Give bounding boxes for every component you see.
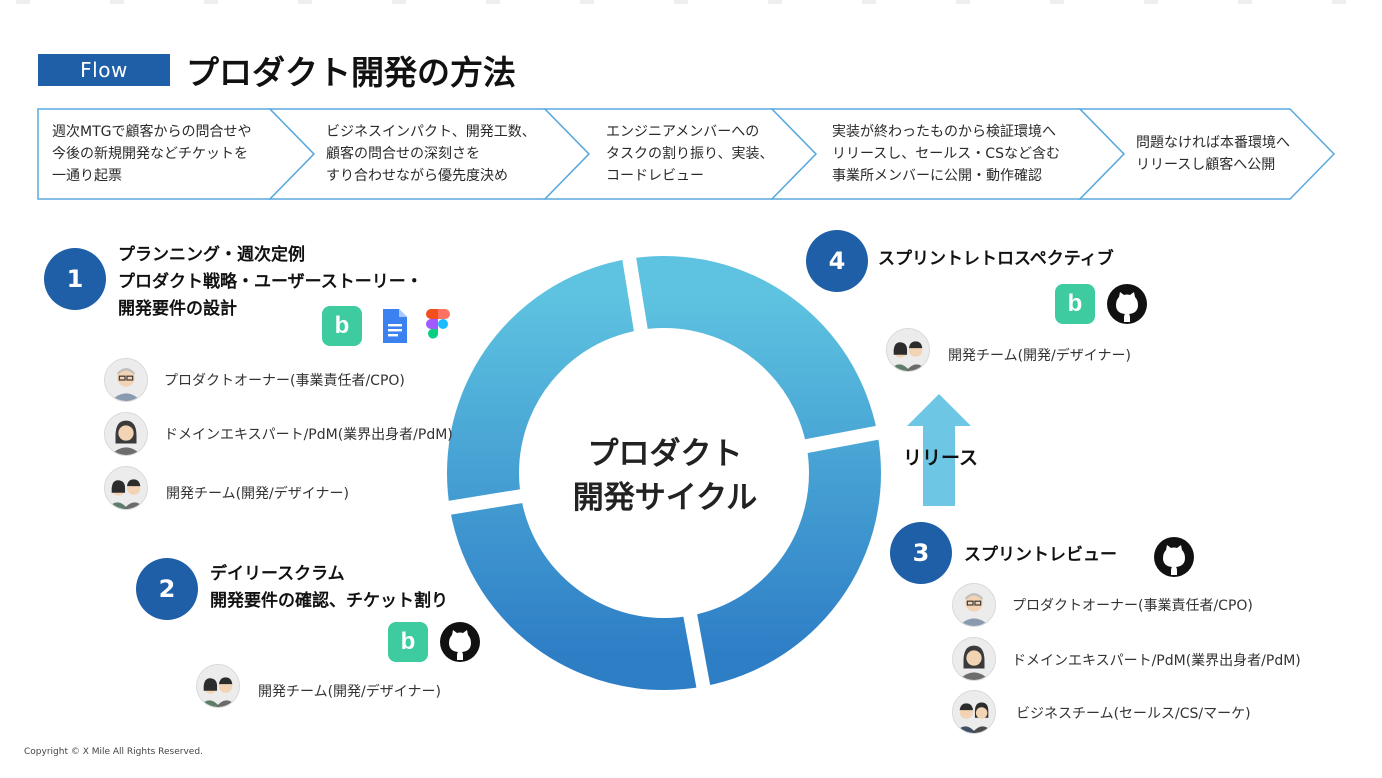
github-icon <box>1154 537 1194 577</box>
step-5-text: 問題なければ本番環境へリリースし顧客へ公開 <box>1136 108 1290 200</box>
step-4-text: 実装が終わったものから検証環境へリリースし、セールス・CSなど含む事業所メンバー… <box>832 108 1060 200</box>
avatar-business-team <box>952 690 996 734</box>
phase-4-number: 4 <box>806 230 868 292</box>
step-3-text: エンジニアメンバーへのタスクの割り振り、実装、コードレビュー <box>606 108 773 200</box>
phase-1-member-1: プロダクトオーナー(事業責任者/CPO) <box>164 370 405 390</box>
phase-3-title: スプリントレビュー <box>964 542 1117 569</box>
phase-2-member-1: 開発チーム(開発/デザイナー) <box>258 681 441 701</box>
backlog-icon: b <box>1055 284 1095 324</box>
phase-1-member-3: 開発チーム(開発/デザイナー) <box>166 483 349 503</box>
github-icon <box>1107 284 1147 324</box>
backlog-icon: b <box>322 306 362 346</box>
phase-3-member-3: ビジネスチーム(セールス/CS/マーケ) <box>1016 703 1251 723</box>
avatar-dev-team <box>886 328 930 372</box>
cycle-center-label: プロダクト 開発サイクル <box>560 432 770 520</box>
release-label: リリース <box>903 443 978 470</box>
step-1-text: 週次MTGで顧客からの問合せや今後の新規開発などチケットを一通り起票 <box>52 108 251 200</box>
copyright-text: Copyright © X Mile All Rights Reserved. <box>24 747 203 757</box>
google-docs-icon <box>374 306 414 346</box>
phase-2-title: デイリースクラム 開発要件の確認、チケット割り <box>210 561 448 615</box>
avatar-domain-expert <box>104 412 148 456</box>
figma-icon <box>418 306 458 346</box>
avatar-dev-team <box>104 466 148 510</box>
phase-2-number: 2 <box>136 558 198 620</box>
flow-badge: Flow <box>38 54 170 86</box>
phase-3-member-1: プロダクトオーナー(事業責任者/CPO) <box>1012 595 1253 615</box>
phase-1-number: 1 <box>44 248 106 310</box>
step-2-text: ビジネスインパクト、開発工数、顧客の問合せの深刻さをすり合わせながら優先度決め <box>326 108 536 200</box>
phase-4-title: スプリントレトロスペクティブ <box>878 246 1114 273</box>
avatar-product-owner <box>104 358 148 402</box>
github-icon <box>440 622 480 662</box>
avatar-domain-expert <box>952 637 996 681</box>
phase-4-member-1: 開発チーム(開発/デザイナー) <box>948 345 1131 365</box>
top-decoration <box>0 0 1382 6</box>
phase-3-number: 3 <box>890 522 952 584</box>
avatar-product-owner <box>952 583 996 627</box>
page-title: プロダクト開発の方法 <box>186 46 516 94</box>
phase-3-member-2: ドメインエキスパート/PdM(業界出身者/PdM) <box>1012 650 1301 670</box>
phase-1-member-2: ドメインエキスパート/PdM(業界出身者/PdM) <box>164 424 453 444</box>
backlog-icon: b <box>388 622 428 662</box>
avatar-dev-team <box>196 664 240 708</box>
